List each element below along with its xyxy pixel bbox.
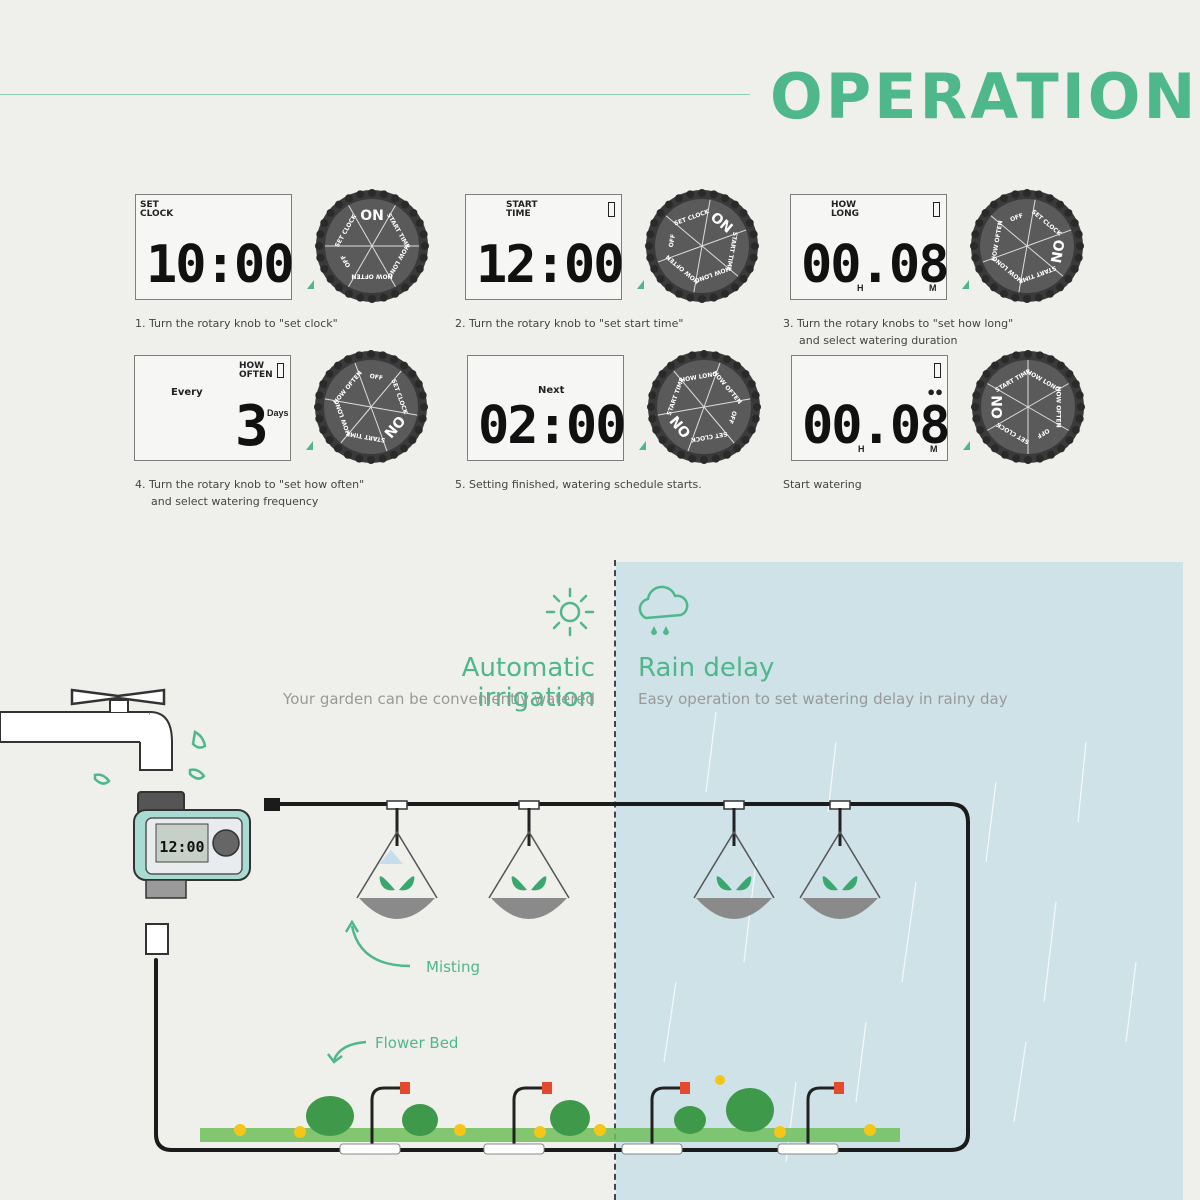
lcd-digits: 00.08 bbox=[801, 235, 950, 295]
minute-unit: M bbox=[930, 444, 938, 454]
device-display: 12:00 bbox=[159, 838, 204, 856]
knob-label: ON bbox=[1047, 238, 1067, 264]
lcd-digits: 12:00 bbox=[476, 235, 625, 295]
minute-unit: M bbox=[929, 283, 937, 293]
pointer-arrow bbox=[963, 441, 970, 450]
hour-unit: H bbox=[857, 283, 864, 293]
knob-label: OFF bbox=[727, 410, 738, 425]
step-caption: 4. Turn the rotary knob to "set how ofte… bbox=[135, 476, 445, 510]
timer-device: 12:00 bbox=[133, 791, 251, 899]
next-label: Next bbox=[538, 385, 565, 396]
caption-line: and select watering duration bbox=[799, 334, 958, 347]
flower-bed-arrow bbox=[332, 1040, 367, 1061]
rain-cloud-icon bbox=[638, 585, 689, 635]
pointer-arrow bbox=[306, 441, 313, 450]
step-caption: Start watering bbox=[783, 476, 1093, 493]
pointer-arrow bbox=[307, 280, 314, 289]
auto-irrigation-subtitle: Your garden can be conveniently watered bbox=[283, 690, 595, 708]
every-label: Every bbox=[171, 387, 203, 398]
battery-icon bbox=[934, 363, 941, 378]
hanging-baskets bbox=[356, 800, 881, 919]
flower-bed-label: Flower Bed bbox=[375, 1034, 459, 1052]
rain-delay-panel bbox=[616, 562, 1183, 1200]
knob-label: HOW OFTEN bbox=[1055, 386, 1062, 427]
rain-delay-title: Rain delay bbox=[638, 653, 775, 683]
caption-line: 4. Turn the rotary knob to "set how ofte… bbox=[135, 478, 365, 491]
rain-delay-subtitle: Easy operation to set watering delay in … bbox=[638, 690, 1008, 708]
caption-line: and select watering frequency bbox=[151, 495, 319, 508]
knob-label: OFF bbox=[369, 373, 383, 382]
irrigation-illustration: 12:00 bbox=[0, 688, 970, 1155]
caption-line: 2. Turn the rotary knob to "set start ti… bbox=[455, 317, 684, 330]
battery-icon bbox=[277, 363, 284, 378]
section-divider bbox=[614, 560, 616, 1200]
battery-icon bbox=[608, 202, 615, 217]
hour-unit: H bbox=[858, 444, 865, 454]
misting-label: Misting bbox=[426, 958, 481, 976]
pointer-arrow bbox=[962, 280, 969, 289]
battery-icon bbox=[933, 202, 940, 217]
step-caption: 3. Turn the rotary knobs to "set how lon… bbox=[783, 315, 1093, 349]
lcd-digits: 02:00 bbox=[478, 396, 627, 456]
lcd-digits: 10:00 bbox=[146, 235, 295, 295]
header-rule bbox=[0, 94, 750, 95]
misting-arrow bbox=[350, 925, 411, 968]
days-unit: Days bbox=[267, 408, 289, 418]
caption-line: Start watering bbox=[783, 478, 862, 491]
caption-line: 1. Turn the rotary knob to "set clock" bbox=[135, 317, 338, 330]
water-drop-icon: ●● bbox=[927, 384, 943, 399]
step-caption: 2. Turn the rotary knob to "set start ti… bbox=[455, 315, 765, 332]
page-title: OPERATION bbox=[770, 60, 1199, 133]
knob-label: ON bbox=[360, 208, 384, 224]
knob-label: OFF bbox=[1009, 212, 1024, 223]
pointer-arrow bbox=[639, 441, 646, 450]
sun-icon bbox=[545, 587, 595, 637]
pointer-arrow bbox=[637, 280, 644, 289]
lcd-digits: 00.08 bbox=[802, 396, 951, 456]
caption-line: 3. Turn the rotary knobs to "set how lon… bbox=[783, 317, 1014, 330]
caption-line: 5. Setting finished, watering schedule s… bbox=[455, 478, 702, 491]
lcd-digits: 3 bbox=[235, 394, 269, 459]
knob-label: OFF bbox=[668, 234, 677, 248]
knob-label: HOW OFTEN bbox=[351, 273, 392, 280]
flower-bed bbox=[200, 1075, 900, 1155]
knob-label: ON bbox=[990, 395, 1006, 419]
faucet-icon bbox=[0, 688, 173, 771]
auto-irrigation-title: Automatic irrigation bbox=[461, 653, 595, 713]
step-caption: 5. Setting finished, watering schedule s… bbox=[455, 476, 765, 493]
step-caption: 1. Turn the rotary knob to "set clock" bbox=[135, 315, 445, 332]
